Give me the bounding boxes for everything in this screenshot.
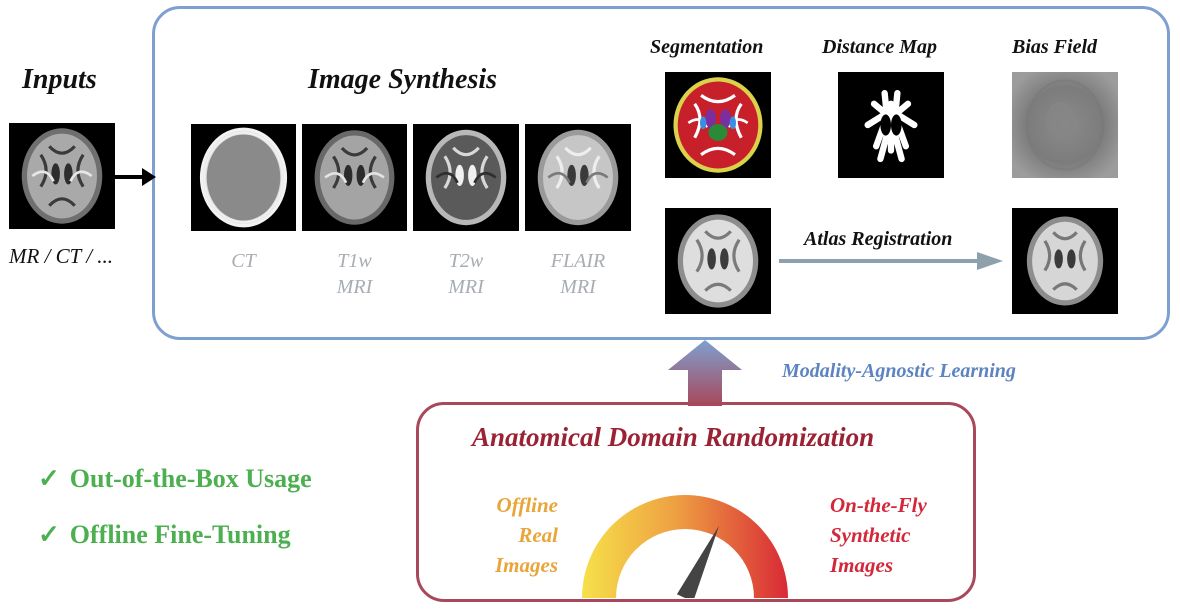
- synthesis-title: Image Synthesis: [308, 64, 498, 95]
- inputs-caption: MR / CT / ...: [9, 244, 114, 268]
- atlas-source-image: [665, 208, 771, 314]
- bias-field-image: [1012, 72, 1118, 178]
- randomization-gauge: [578, 486, 792, 603]
- atlas-registration-label: Atlas Registration: [804, 228, 953, 250]
- modality-label-ct: CT: [231, 250, 256, 272]
- t1w-mri-image: [302, 124, 407, 231]
- inputs-title: Inputs: [22, 64, 97, 95]
- check-icon: ✓: [38, 520, 60, 549]
- modality-agnostic-learning-label: Modality-Agnostic Learning: [782, 360, 1016, 382]
- randomization-frame: [416, 402, 976, 602]
- onthefly-synthetic-images-label: On-the-Fly Synthetic Images: [830, 493, 927, 577]
- offline-real-images-label: Offline Real Images: [495, 493, 558, 577]
- distance-map-image: [838, 72, 944, 178]
- main-pipeline-frame: [152, 6, 1170, 340]
- distance-map-title: Distance Map: [822, 36, 937, 58]
- atlas-registration-arrow: [779, 250, 1003, 277]
- flair-mri-image: [525, 124, 631, 231]
- randomization-title: Anatomical Domain Randomization: [472, 422, 875, 452]
- usage-item-out-of-box: ✓Out-of-the-Box Usage: [38, 464, 312, 493]
- segmentation-image: [665, 72, 771, 178]
- check-icon: ✓: [38, 464, 60, 493]
- atlas-target-image: [1012, 208, 1118, 314]
- segmentation-title: Segmentation: [650, 36, 764, 58]
- gauge-needle: [676, 525, 720, 602]
- input-brain-image: [9, 123, 115, 229]
- t2w-mri-image: [413, 124, 519, 231]
- gauge-arc: [582, 495, 788, 598]
- learning-up-arrow: [668, 340, 742, 411]
- input-arrow: [114, 166, 156, 193]
- usage-item-offline-fine-tuning: ✓Offline Fine-Tuning: [38, 520, 291, 549]
- ct-image: [191, 124, 296, 231]
- bias-field-title: Bias Field: [1012, 36, 1098, 58]
